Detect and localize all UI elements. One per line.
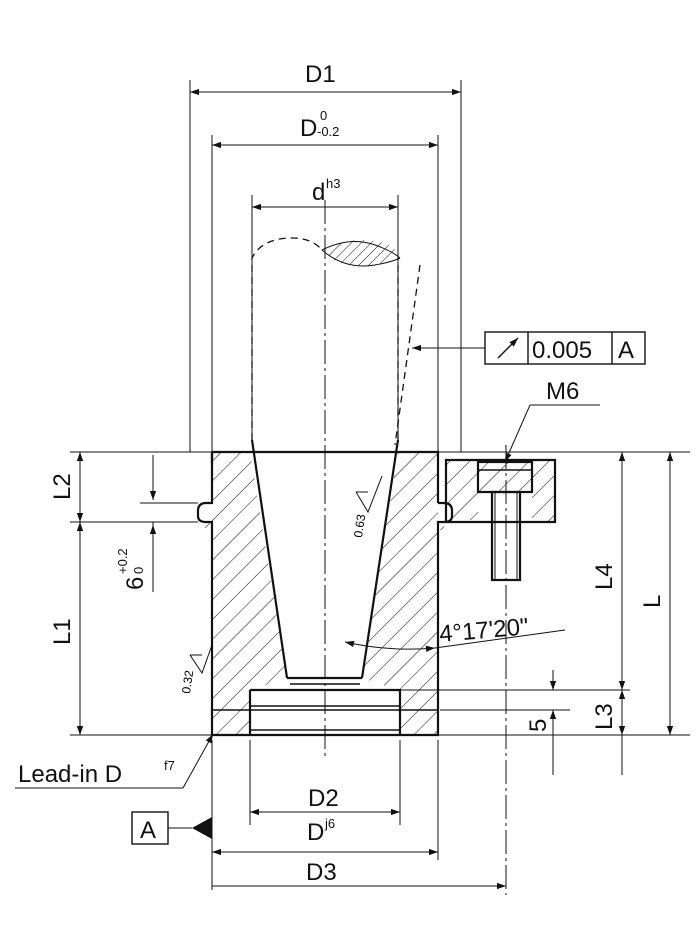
- tolerance-datum: A: [618, 337, 634, 364]
- body-right-section: [362, 452, 444, 735]
- datum-label: A: [140, 817, 156, 844]
- svg-text:h3: h3: [326, 176, 340, 191]
- label-d3: D3: [306, 859, 337, 886]
- angle-arc: [344, 640, 436, 652]
- label-d1: D1: [305, 61, 336, 88]
- label-l3: L3: [591, 703, 618, 730]
- svg-text:f7: f7: [164, 758, 175, 773]
- taper-right-wall: [360, 439, 400, 679]
- label-d-main: D 0 -0.2: [300, 108, 339, 142]
- tolerance-value: 0.005: [532, 337, 592, 364]
- label-d-small: d h3: [312, 176, 340, 206]
- label-l: L: [639, 595, 666, 608]
- svg-text:+0.2: +0.2: [115, 548, 130, 574]
- label-l2: L2: [49, 473, 76, 500]
- datum-box: [131, 811, 169, 845]
- tool-shank: [251, 237, 399, 440]
- label-angle: 4°17'20": [438, 613, 529, 648]
- svg-text:0.63: 0.63: [351, 513, 368, 538]
- label-five: 5: [525, 719, 552, 732]
- label-l4: L4: [591, 563, 618, 590]
- tolerance-frame: 0.005 A: [484, 331, 646, 365]
- label-lead-in: Lead-in D f7: [18, 758, 175, 788]
- svg-text:D: D: [300, 115, 317, 142]
- svg-text:d: d: [312, 179, 325, 206]
- runout-arrow-icon: [497, 337, 519, 359]
- label-m6: M6: [546, 378, 579, 405]
- svg-text:0: 0: [320, 108, 327, 123]
- svg-text:D: D: [307, 819, 324, 846]
- svg-text:0: 0: [131, 567, 146, 574]
- surface-finish-outer: 0.32: [179, 644, 213, 694]
- svg-text:-0.2: -0.2: [317, 124, 339, 139]
- datum-triangle: [192, 817, 212, 839]
- surface-finish-bore: 0.63: [351, 475, 383, 538]
- svg-text:6: 6: [122, 577, 149, 590]
- taper-left-wall: [250, 439, 289, 679]
- svg-text:0.32: 0.32: [179, 669, 196, 694]
- label-groove: 6 +0.2 0: [115, 548, 149, 590]
- clamp-block: [444, 458, 557, 524]
- label-d2: D2: [308, 785, 339, 812]
- svg-text:Lead-in D: Lead-in D: [18, 761, 122, 788]
- label-dj: D j6: [307, 816, 335, 846]
- label-l1: L1: [49, 618, 76, 645]
- svg-text:j6: j6: [324, 816, 335, 831]
- thread-leader: [504, 404, 531, 463]
- body-left-section: [205, 452, 287, 735]
